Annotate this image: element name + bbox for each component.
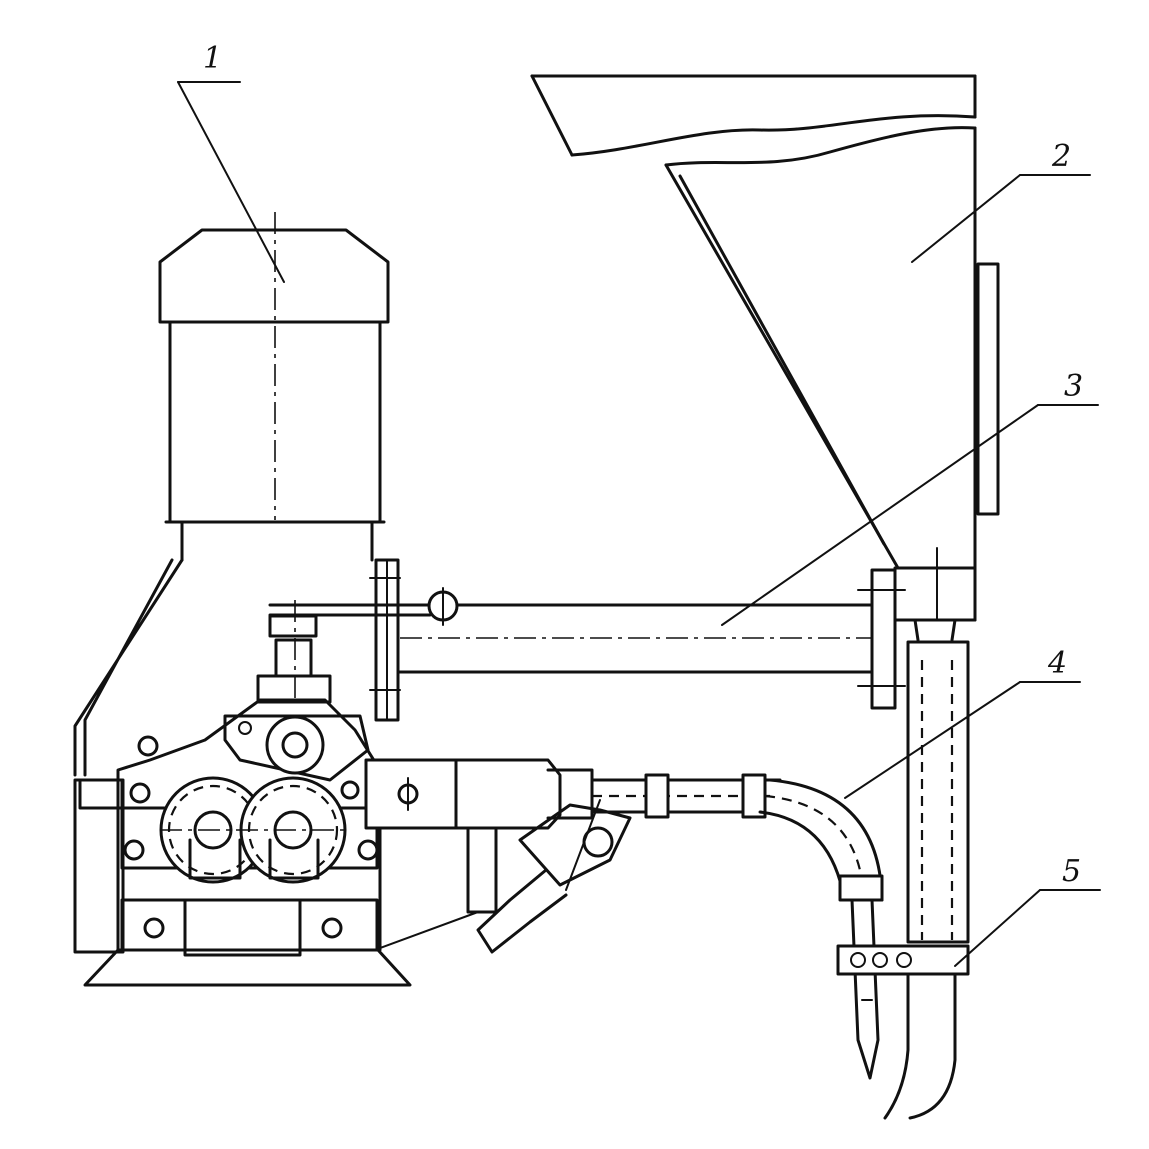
- callout-1: 1: [203, 41, 222, 76]
- callout-4: 4: [1047, 646, 1067, 681]
- feed-tube: [268, 558, 906, 722]
- gearbox: [73, 600, 412, 987]
- callout-2: 2: [1051, 139, 1071, 174]
- nozzle-tube: [364, 758, 884, 1080]
- clamp: [836, 618, 970, 1120]
- callout-3: 3: [1064, 369, 1083, 404]
- motor: [73, 212, 390, 777]
- callout-5: 5: [1062, 854, 1081, 889]
- hopper: [530, 74, 1000, 622]
- leader-lines: [177, 81, 1101, 967]
